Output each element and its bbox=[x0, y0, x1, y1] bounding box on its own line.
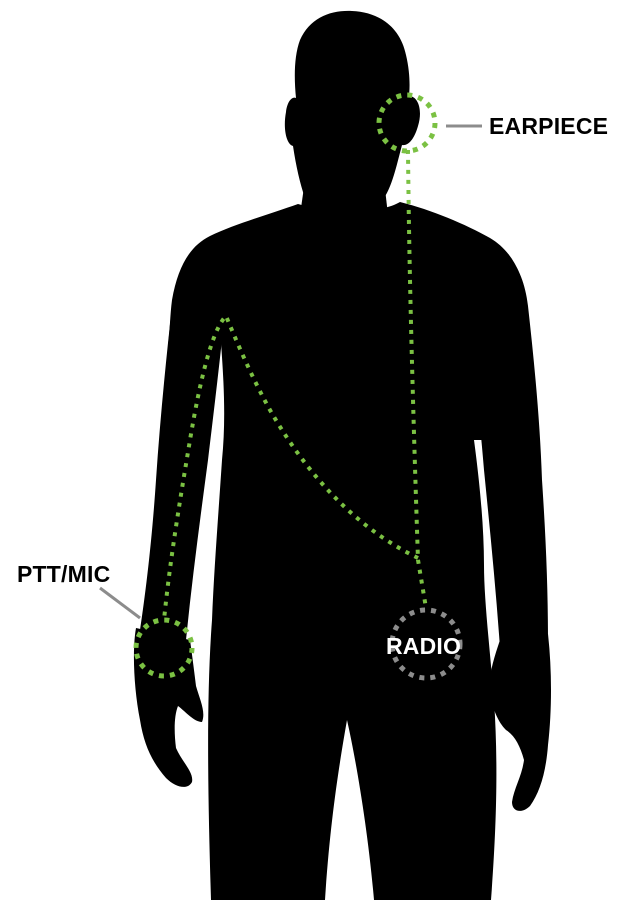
head bbox=[285, 11, 420, 198]
person-silhouette bbox=[134, 11, 551, 900]
earpiece-label: EARPIECE bbox=[489, 113, 608, 139]
ptt-mic-leader-line bbox=[100, 588, 140, 618]
radio-label: RADIO bbox=[386, 633, 461, 659]
arm-right bbox=[140, 236, 224, 640]
hand-left bbox=[490, 634, 551, 811]
ptt-mic-label: PTT/MIC bbox=[17, 561, 110, 587]
